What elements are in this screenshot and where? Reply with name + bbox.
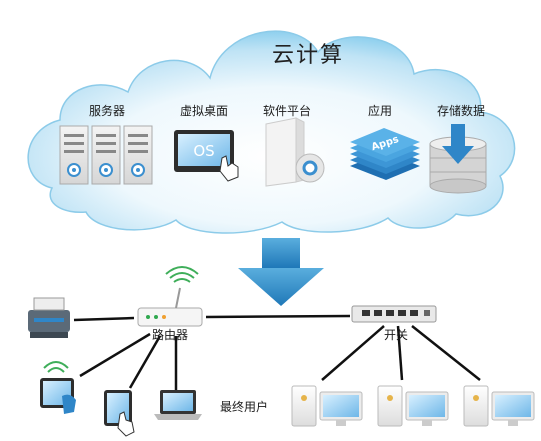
link-switch-pc3 <box>411 325 481 381</box>
cloud-title: 云计算 <box>272 43 345 68</box>
os-badge-text: OS <box>193 142 214 160</box>
service-label-apps: 应用 <box>368 104 393 118</box>
os-monitor-touch-icon: OS <box>174 130 239 182</box>
desktop-pc-icon <box>377 385 449 427</box>
apps-stack-icon: Apps <box>350 128 420 180</box>
service-label-software-platform: 软件平台 <box>263 104 312 118</box>
laptop-icon <box>154 390 202 420</box>
end-users-label: 最终用户 <box>220 400 269 414</box>
service-label-virtual-desktop: 虚拟桌面 <box>180 104 229 118</box>
router-icon <box>137 266 203 327</box>
database-download-icon <box>429 124 487 194</box>
smartphone-icon <box>40 361 76 414</box>
printer-icon <box>28 297 70 338</box>
tablet-icon <box>104 390 135 437</box>
service-label-servers: 服务器 <box>89 104 126 118</box>
link-router-switch <box>205 314 351 319</box>
down-arrow-icon <box>238 238 324 306</box>
link-switch-pc1 <box>321 325 385 381</box>
software-box-disc-icon <box>265 117 325 187</box>
desktop-pc-icon <box>291 385 363 427</box>
link-printer-router <box>73 316 135 322</box>
service-label-storage: 存储数据 <box>437 104 486 118</box>
link-router-tablet <box>128 335 162 389</box>
switch-icon <box>351 305 437 323</box>
router-label: 路由器 <box>152 328 189 342</box>
link-switch-pc2 <box>396 325 404 381</box>
switch-label: 开关 <box>384 328 409 342</box>
server-rack-icon <box>59 125 153 185</box>
network-links <box>73 314 481 390</box>
desktop-pc-icon <box>463 385 535 427</box>
link-router-phone <box>79 332 151 378</box>
